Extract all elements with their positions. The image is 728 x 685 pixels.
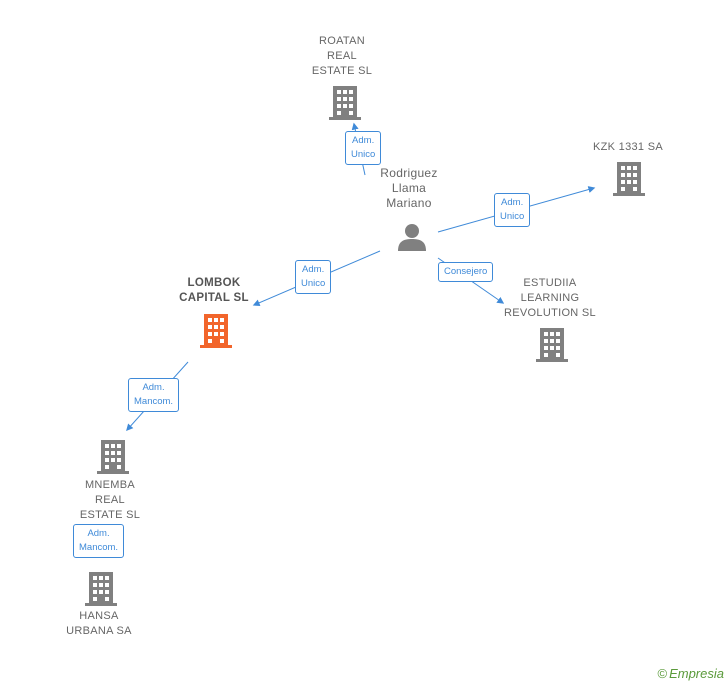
relation-lombok: Adm. Unico bbox=[295, 260, 332, 294]
person-name[interactable]: Rodriguez Llama Mariano bbox=[380, 166, 438, 210]
brand-logo: Empresia bbox=[669, 666, 724, 681]
person-icon[interactable] bbox=[397, 222, 427, 252]
building-icon[interactable] bbox=[85, 570, 117, 606]
relation-estudiia: Consejero bbox=[438, 262, 494, 282]
relation-kzk: Adm. Unico bbox=[494, 193, 531, 227]
company-estudiia-label[interactable]: ESTUDIIA LEARNING REVOLUTION SL bbox=[504, 277, 596, 319]
copyright-symbol: © bbox=[657, 666, 668, 681]
brand-footer: ©Empresia bbox=[657, 666, 724, 681]
relation-hansa: Adm. Mancom. bbox=[73, 524, 125, 558]
building-icon[interactable] bbox=[536, 326, 568, 362]
company-mnemba-label[interactable]: MNEMBA REAL ESTATE SL bbox=[79, 479, 141, 521]
company-lombok-label[interactable]: LOMBOK CAPITAL SL bbox=[179, 277, 249, 304]
company-roatan-label[interactable]: ROATAN REAL ESTATE SL bbox=[311, 35, 373, 77]
building-icon[interactable] bbox=[613, 160, 645, 196]
building-icon[interactable] bbox=[97, 438, 129, 474]
company-kzk-label[interactable]: KZK 1331 SA bbox=[593, 141, 663, 153]
relation-roatan: Adm. Unico bbox=[345, 131, 382, 165]
building-icon[interactable] bbox=[329, 84, 361, 120]
building-icon[interactable] bbox=[200, 312, 232, 348]
relation-mnemba: Adm. Mancom. bbox=[128, 378, 180, 412]
company-hansa-label[interactable]: HANSA URBANA SA bbox=[66, 610, 132, 637]
